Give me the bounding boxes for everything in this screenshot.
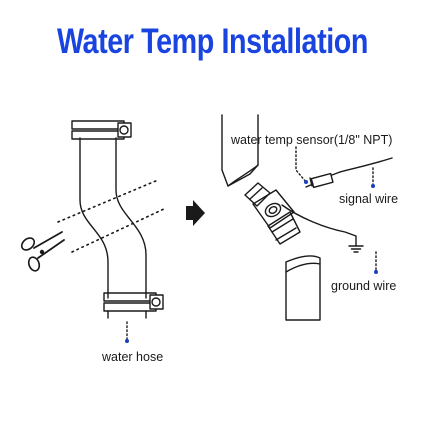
sensor-callout-dot: [304, 180, 308, 184]
water-hose-illustration: [57, 120, 167, 319]
hose-callout-dot: [125, 339, 129, 343]
sensor-label: water temp sensor(1/8" NPT): [231, 133, 393, 147]
sensor-adapter: [244, 182, 301, 245]
temp-sensor-probe: [305, 171, 341, 189]
scissors-icon: [20, 231, 65, 272]
cut-line-upper: [57, 179, 159, 223]
sensor-callout-line: [295, 146, 307, 183]
cut-hose-upper: [221, 114, 259, 187]
signal-callout-dot: [371, 184, 375, 188]
hose-right-edge: [115, 137, 147, 299]
ground-callout-dot: [374, 270, 378, 274]
signal-wire: [339, 157, 393, 173]
page-title: Water Temp Installation: [56, 22, 369, 61]
signal-wire-label: signal wire: [339, 192, 399, 206]
cut-line-lower: [71, 207, 167, 253]
arrow-right-icon: [186, 200, 205, 226]
ground-wire-label: ground wire: [331, 279, 397, 293]
cut-hose-lower: [285, 255, 321, 321]
ground-wire: [281, 204, 357, 247]
lower-hose-clamp: [103, 292, 164, 312]
ground-symbol-icon: [348, 245, 364, 253]
upper-hose-clamp: [71, 120, 132, 140]
water-hose-label: water hose: [102, 350, 164, 364]
hose-left-edge: [79, 137, 109, 299]
